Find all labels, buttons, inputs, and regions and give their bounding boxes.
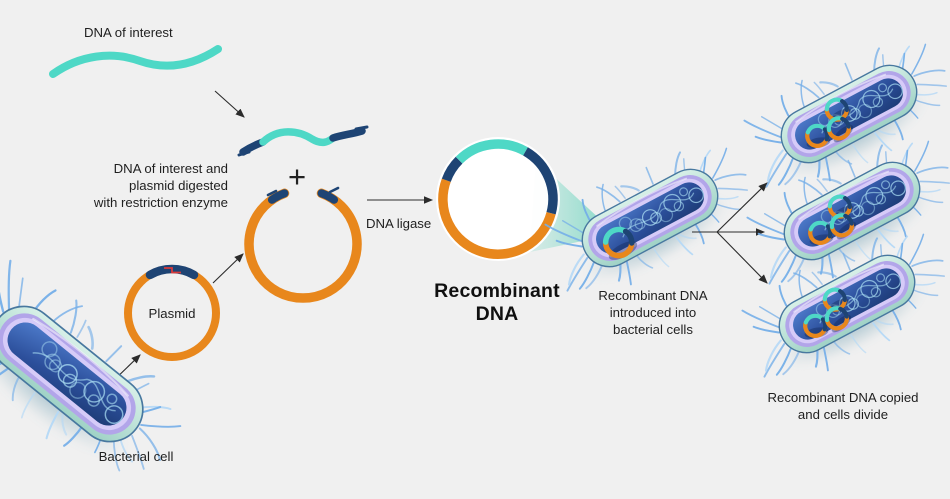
- dna-of-interest-label: DNA of interest: [84, 25, 173, 40]
- dna-ligase-label: DNA ligase: [366, 216, 432, 231]
- cut-plasmid-right-sticky-end: [317, 189, 339, 204]
- plus-sign: +: [288, 159, 307, 194]
- dna-of-interest-strand: [49, 45, 222, 78]
- arrow-digest: [214, 90, 245, 118]
- recombinant-left-junction-arc: [441, 156, 463, 183]
- recombinant-right-junction-arc: [522, 147, 558, 215]
- plasmid-label: Plasmid: [148, 306, 196, 321]
- recombinant-plasmid-ring: [436, 137, 560, 261]
- recombinant-backbone-arc: [438, 178, 556, 259]
- cut-plasmid: [244, 186, 362, 303]
- recombinant-dna-title: Recombinant DNA: [434, 280, 560, 325]
- introduced-caption: Recombinant DNA introduced into bacteria…: [598, 288, 708, 338]
- restriction-site-marker: [164, 267, 181, 274]
- fragment-left-notch: [237, 150, 251, 157]
- bacterial-cell-label: Bacterial cell: [98, 449, 174, 464]
- fragment-right-sticky-end: [329, 127, 366, 142]
- cut-plasmid-right-notch: [328, 186, 340, 194]
- cut-plasmid-backbone: [244, 188, 362, 303]
- fragment-right-notch: [354, 125, 369, 131]
- cut-plasmid-left-notch: [266, 189, 278, 197]
- arrow-to-top-cell: [716, 182, 768, 233]
- recombinant-insert-arc: [455, 139, 528, 164]
- arrow-to-bottom-cell: [716, 231, 768, 284]
- plasmid-ring: [124, 264, 220, 361]
- cut-plasmid-left-sticky-end: [267, 189, 289, 204]
- copied-caption: Recombinant DNA copied and cells divide: [767, 390, 919, 423]
- digested-dna-fragment: [237, 125, 369, 157]
- recombinant-ring-halo: [436, 137, 560, 261]
- arrow-plasmid-to-cut: [212, 253, 244, 284]
- division-branch-arrows: [692, 182, 768, 284]
- fragment-insert: [259, 128, 337, 147]
- digestion-caption: DNA of interest and plasmid digested wit…: [93, 161, 228, 211]
